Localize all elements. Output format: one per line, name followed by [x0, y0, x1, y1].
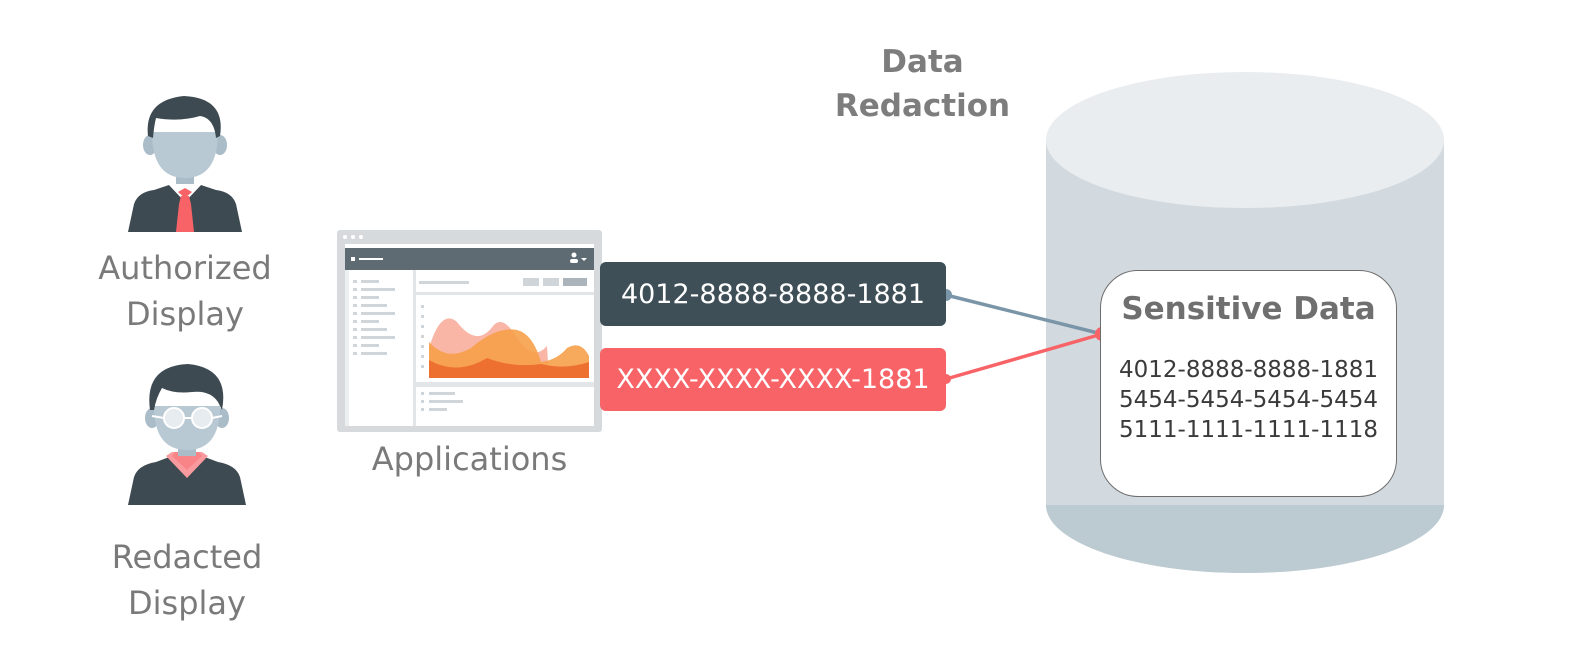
sensitive-data-records: 4012-8888-8888-1881 5454-5454-5454-5454 …	[1101, 355, 1396, 445]
data-redaction-title-line1: Data	[881, 44, 964, 80]
authorized-label-line2: Display	[126, 295, 244, 333]
authorized-label-line1: Authorized	[98, 249, 272, 287]
redacted-value-pill: XXXX-XXXX-XXXX-1881	[600, 348, 946, 411]
record-row: 5111-1111-1111-1118	[1118, 417, 1379, 443]
sensitive-data-card: Sensitive Data 4012-8888-8888-1881 5454-…	[1100, 270, 1397, 497]
redacted-label-line1: Redacted	[111, 538, 263, 576]
application-window-icon	[337, 230, 602, 432]
sensitive-data-title: Sensitive Data	[1121, 291, 1376, 327]
authorized-display-label: Authorized Display	[90, 245, 280, 337]
authorized-connector	[945, 293, 1103, 336]
applications-label: Applications	[371, 440, 568, 478]
record-row: 5454-5454-5454-5454	[1118, 387, 1379, 413]
redacted-display-label: Redacted Display	[92, 534, 282, 626]
cylinder-top	[1046, 72, 1444, 208]
authorized-user-icon	[128, 96, 242, 232]
redacted-label-line2: Display	[128, 584, 246, 622]
redacted-connector	[945, 332, 1103, 381]
record-row: 4012-8888-8888-1881	[1118, 357, 1379, 383]
data-redaction-title-line2: Redaction	[834, 88, 1011, 124]
redacted-user-icon	[128, 364, 246, 505]
data-redaction-title: Data Redaction	[800, 40, 1045, 128]
authorized-value-pill: 4012-8888-8888-1881	[600, 262, 946, 326]
